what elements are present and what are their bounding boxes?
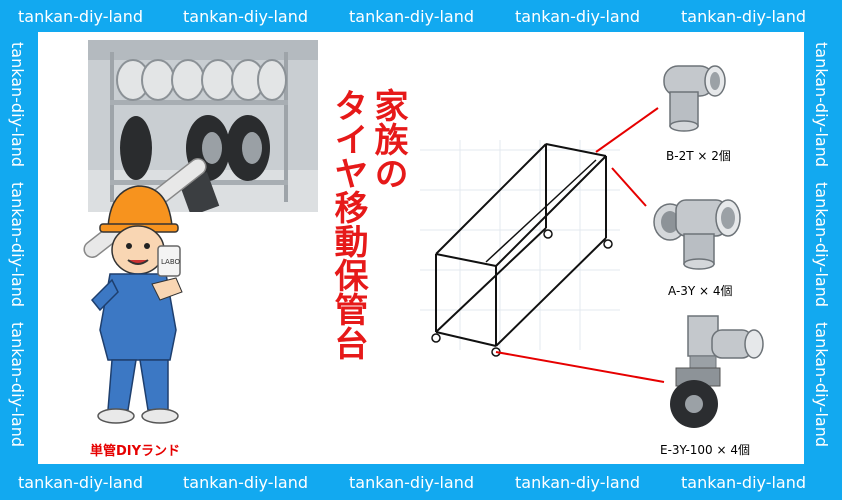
part-label-e-3y-100: E-3Y-100 × 4個: [660, 443, 751, 457]
watermark-top-2: tankan-diy-land: [183, 7, 309, 26]
watermark-top-4: tankan-diy-land: [515, 7, 641, 26]
watermark-top-1: tankan-diy-land: [18, 7, 144, 26]
watermark-bottom-3: tankan-diy-land: [349, 473, 475, 492]
b-2t-fitting-icon: [663, 65, 726, 132]
caster-wheels: [431, 229, 613, 357]
caster-icon: [670, 315, 764, 428]
watermark-top-5: tankan-diy-land: [681, 7, 807, 26]
watermark-bottom-4: tankan-diy-land: [515, 473, 641, 492]
watermark-right-1: tankan-diy-land: [812, 42, 831, 168]
page-title: 家族の タイヤ移動保管台: [328, 88, 408, 360]
watermark-bottom-1: tankan-diy-land: [18, 473, 144, 492]
a-3y-fitting-icon: [653, 199, 741, 270]
part-label-a-3y: A-3Y × 4個: [668, 284, 733, 298]
part-label-b-2t: B-2T × 2個: [666, 149, 731, 163]
watermark-top-3: tankan-diy-land: [349, 7, 475, 26]
title-line-2: タイヤ移動保管台: [328, 88, 368, 360]
watermark-right-3: tankan-diy-land: [812, 322, 831, 448]
watermark-right-2: tankan-diy-land: [812, 182, 831, 308]
title-line-1: 家族の: [368, 88, 408, 190]
watermark-bottom-2: tankan-diy-land: [183, 473, 309, 492]
watermark-left-2: tankan-diy-land: [8, 182, 27, 308]
character-name-label: 単管DIYランド: [90, 444, 181, 459]
watermark-left-1: tankan-diy-land: [8, 42, 27, 168]
watermark-bottom-5: tankan-diy-land: [681, 473, 807, 492]
svg-text:LABO: LABO: [161, 258, 181, 266]
watermark-left-3: tankan-diy-land: [8, 322, 27, 448]
